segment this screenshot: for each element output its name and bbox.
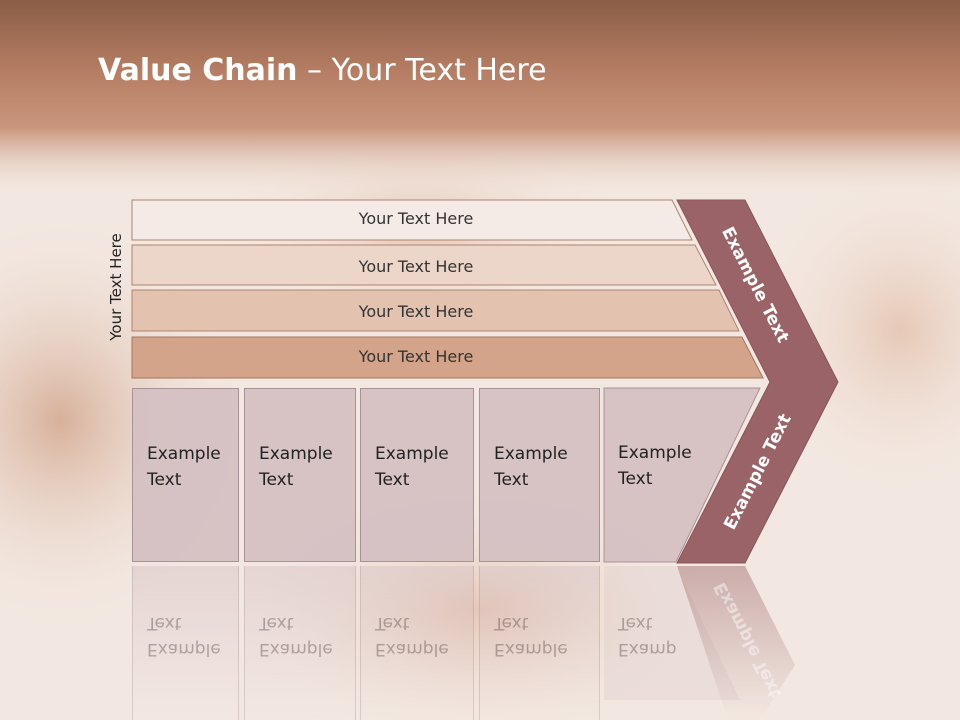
primary-activity-5-shape — [603, 387, 761, 563]
support-bar-3-label: Your Text Here — [358, 302, 474, 321]
support-bar-3 — [131, 289, 740, 332]
primary-activity-5-reflection — [604, 566, 740, 700]
support-bar-1-label: Your Text Here — [358, 209, 474, 228]
margin-chevron — [676, 199, 839, 564]
title-bold: Value Chain — [98, 53, 298, 88]
support-bar-2 — [131, 244, 717, 286]
support-bar-4 — [131, 336, 764, 379]
title-rest: – Your Text Here — [297, 53, 547, 88]
slide-title: Value Chain – Your Text Here — [98, 53, 547, 88]
support-bar-2-label: Your Text Here — [358, 257, 474, 276]
support-bar-4-label: Your Text Here — [358, 347, 474, 366]
margin-chevron-reflection — [677, 566, 795, 720]
support-bar-1 — [131, 199, 693, 241]
